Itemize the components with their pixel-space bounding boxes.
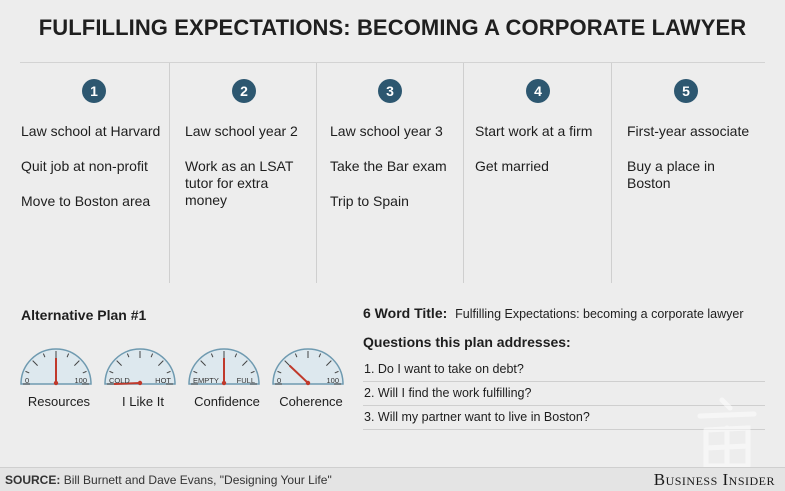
source-credit: SOURCE: Bill Burnett and Dave Evans, "De… — [5, 473, 332, 487]
gauge-tick — [166, 370, 171, 374]
gauge-tick — [66, 353, 70, 358]
questions-heading: Questions this plan addresses: — [363, 334, 571, 350]
question-item: 1. Do I want to take on debt? — [363, 358, 765, 382]
step-item: Quit job at non-profit — [21, 158, 148, 174]
gauge-tick — [200, 360, 206, 366]
gauge-tick — [277, 370, 282, 374]
gauge-needle — [288, 364, 309, 384]
gauge-tick — [326, 360, 332, 366]
gauge-tick — [42, 353, 46, 358]
gauge-tick — [32, 360, 38, 366]
source-text: Bill Burnett and Dave Evans, "Designing … — [63, 473, 332, 487]
gauge-label: Resources — [27, 394, 91, 409]
step-items: Law school year 2 Work as an LSAT tutor f… — [170, 123, 312, 227]
gauge-min-label: 0 — [25, 376, 29, 385]
watermark-logo — [697, 397, 757, 471]
brand-logo: Business Insider — [653, 470, 775, 489]
plan-details: 6 Word Title: Fulfilling Expectations: b… — [363, 305, 765, 430]
gauge-needle — [113, 382, 141, 385]
gauge-tick — [193, 370, 198, 374]
gauge-tick — [109, 370, 114, 374]
gauge-min-label: 0 — [277, 376, 281, 385]
gauge-hub — [305, 380, 311, 386]
step-item: Move to Boston area — [21, 193, 151, 209]
gauge-max-label: HOT — [155, 376, 171, 385]
gauge-label: Confidence — [194, 394, 260, 409]
questions-list: 1. Do I want to take on debt? 2. Will I … — [363, 358, 765, 430]
gauge-dial: EMPTY FULL — [188, 348, 260, 386]
gauge-hub — [53, 380, 59, 386]
question-item: 3. Will my partner want to live in Bosto… — [363, 406, 765, 430]
step-number-badge: 1 — [82, 79, 106, 103]
gauge-face — [272, 348, 344, 385]
footer: SOURCE: Bill Burnett and Dave Evans, "De… — [0, 467, 785, 491]
gauge-tick — [82, 370, 87, 374]
step-number-badge: 2 — [232, 79, 256, 103]
gauge-label: I Like It — [122, 394, 164, 409]
gauge-tick — [126, 353, 130, 358]
gauge-tick — [318, 353, 322, 358]
step-item: Law school year 2 — [185, 123, 298, 139]
gauge-tick — [150, 353, 154, 358]
gauge-dial: COLD HOT — [104, 348, 176, 386]
gauge-hub — [221, 380, 227, 386]
gauge-min-label: EMPTY — [193, 376, 219, 385]
step-item: Law school at Harvard — [21, 123, 161, 139]
gauge-tick — [242, 360, 248, 366]
gauge-max-label: 100 — [326, 376, 339, 385]
gauge-min-label: COLD — [109, 376, 130, 385]
gauge-tick — [158, 360, 164, 366]
step-number-badge: 5 — [674, 79, 698, 103]
gauge-tick — [250, 370, 255, 374]
plan-title: Alternative Plan #1 — [21, 307, 147, 323]
gauge-tick — [284, 360, 290, 366]
gauge: COLD HOT I Like It — [102, 340, 184, 409]
top-divider — [20, 62, 765, 63]
gauge: EMPTY FULL Confidence — [186, 340, 268, 409]
gauge-tick — [294, 353, 298, 358]
step-item: Law school year 3 — [330, 123, 443, 139]
gauge-face — [104, 348, 176, 385]
gauge-max-label: FULL — [237, 376, 255, 385]
gauge-tick — [234, 353, 238, 358]
gauge-tick — [74, 360, 80, 366]
gauge-tick — [25, 370, 30, 374]
gauge-label: Coherence — [279, 394, 343, 409]
step-item: Start work at a firm — [475, 123, 593, 139]
question-item: 2. Will I find the work fulfilling? — [363, 382, 765, 406]
six-word-label: 6 Word Title: — [363, 305, 448, 321]
step-item: Work as an LSAT tutor for extra money — [185, 158, 294, 208]
gauge-max-label: 100 — [74, 376, 87, 385]
gauge-hub — [137, 380, 143, 386]
source-label: SOURCE: — [5, 473, 61, 487]
step-item: Trip to Spain — [330, 193, 409, 209]
step-number-badge: 4 — [526, 79, 550, 103]
gauge-dial: 0 100 — [20, 348, 92, 386]
step-item: Buy a place in Boston — [627, 158, 715, 191]
gauge-dial: 0 100 — [272, 348, 344, 386]
step-item: Take the Bar exam — [330, 158, 447, 174]
step-item: Get married — [475, 158, 549, 174]
gauge-tick — [116, 360, 122, 366]
step-item: First-year associate — [627, 123, 750, 139]
gauge-tick — [210, 353, 214, 358]
six-word-title: 6 Word Title: Fulfilling Expectations: b… — [363, 305, 765, 321]
step-number-badge: 3 — [378, 79, 402, 103]
six-word-value: Fulfilling Expectations: becoming a corp… — [455, 307, 744, 321]
gauge-tick — [334, 370, 339, 374]
page-title: FULFILLING EXPECTATIONS: BECOMING A CORP… — [38, 15, 747, 40]
